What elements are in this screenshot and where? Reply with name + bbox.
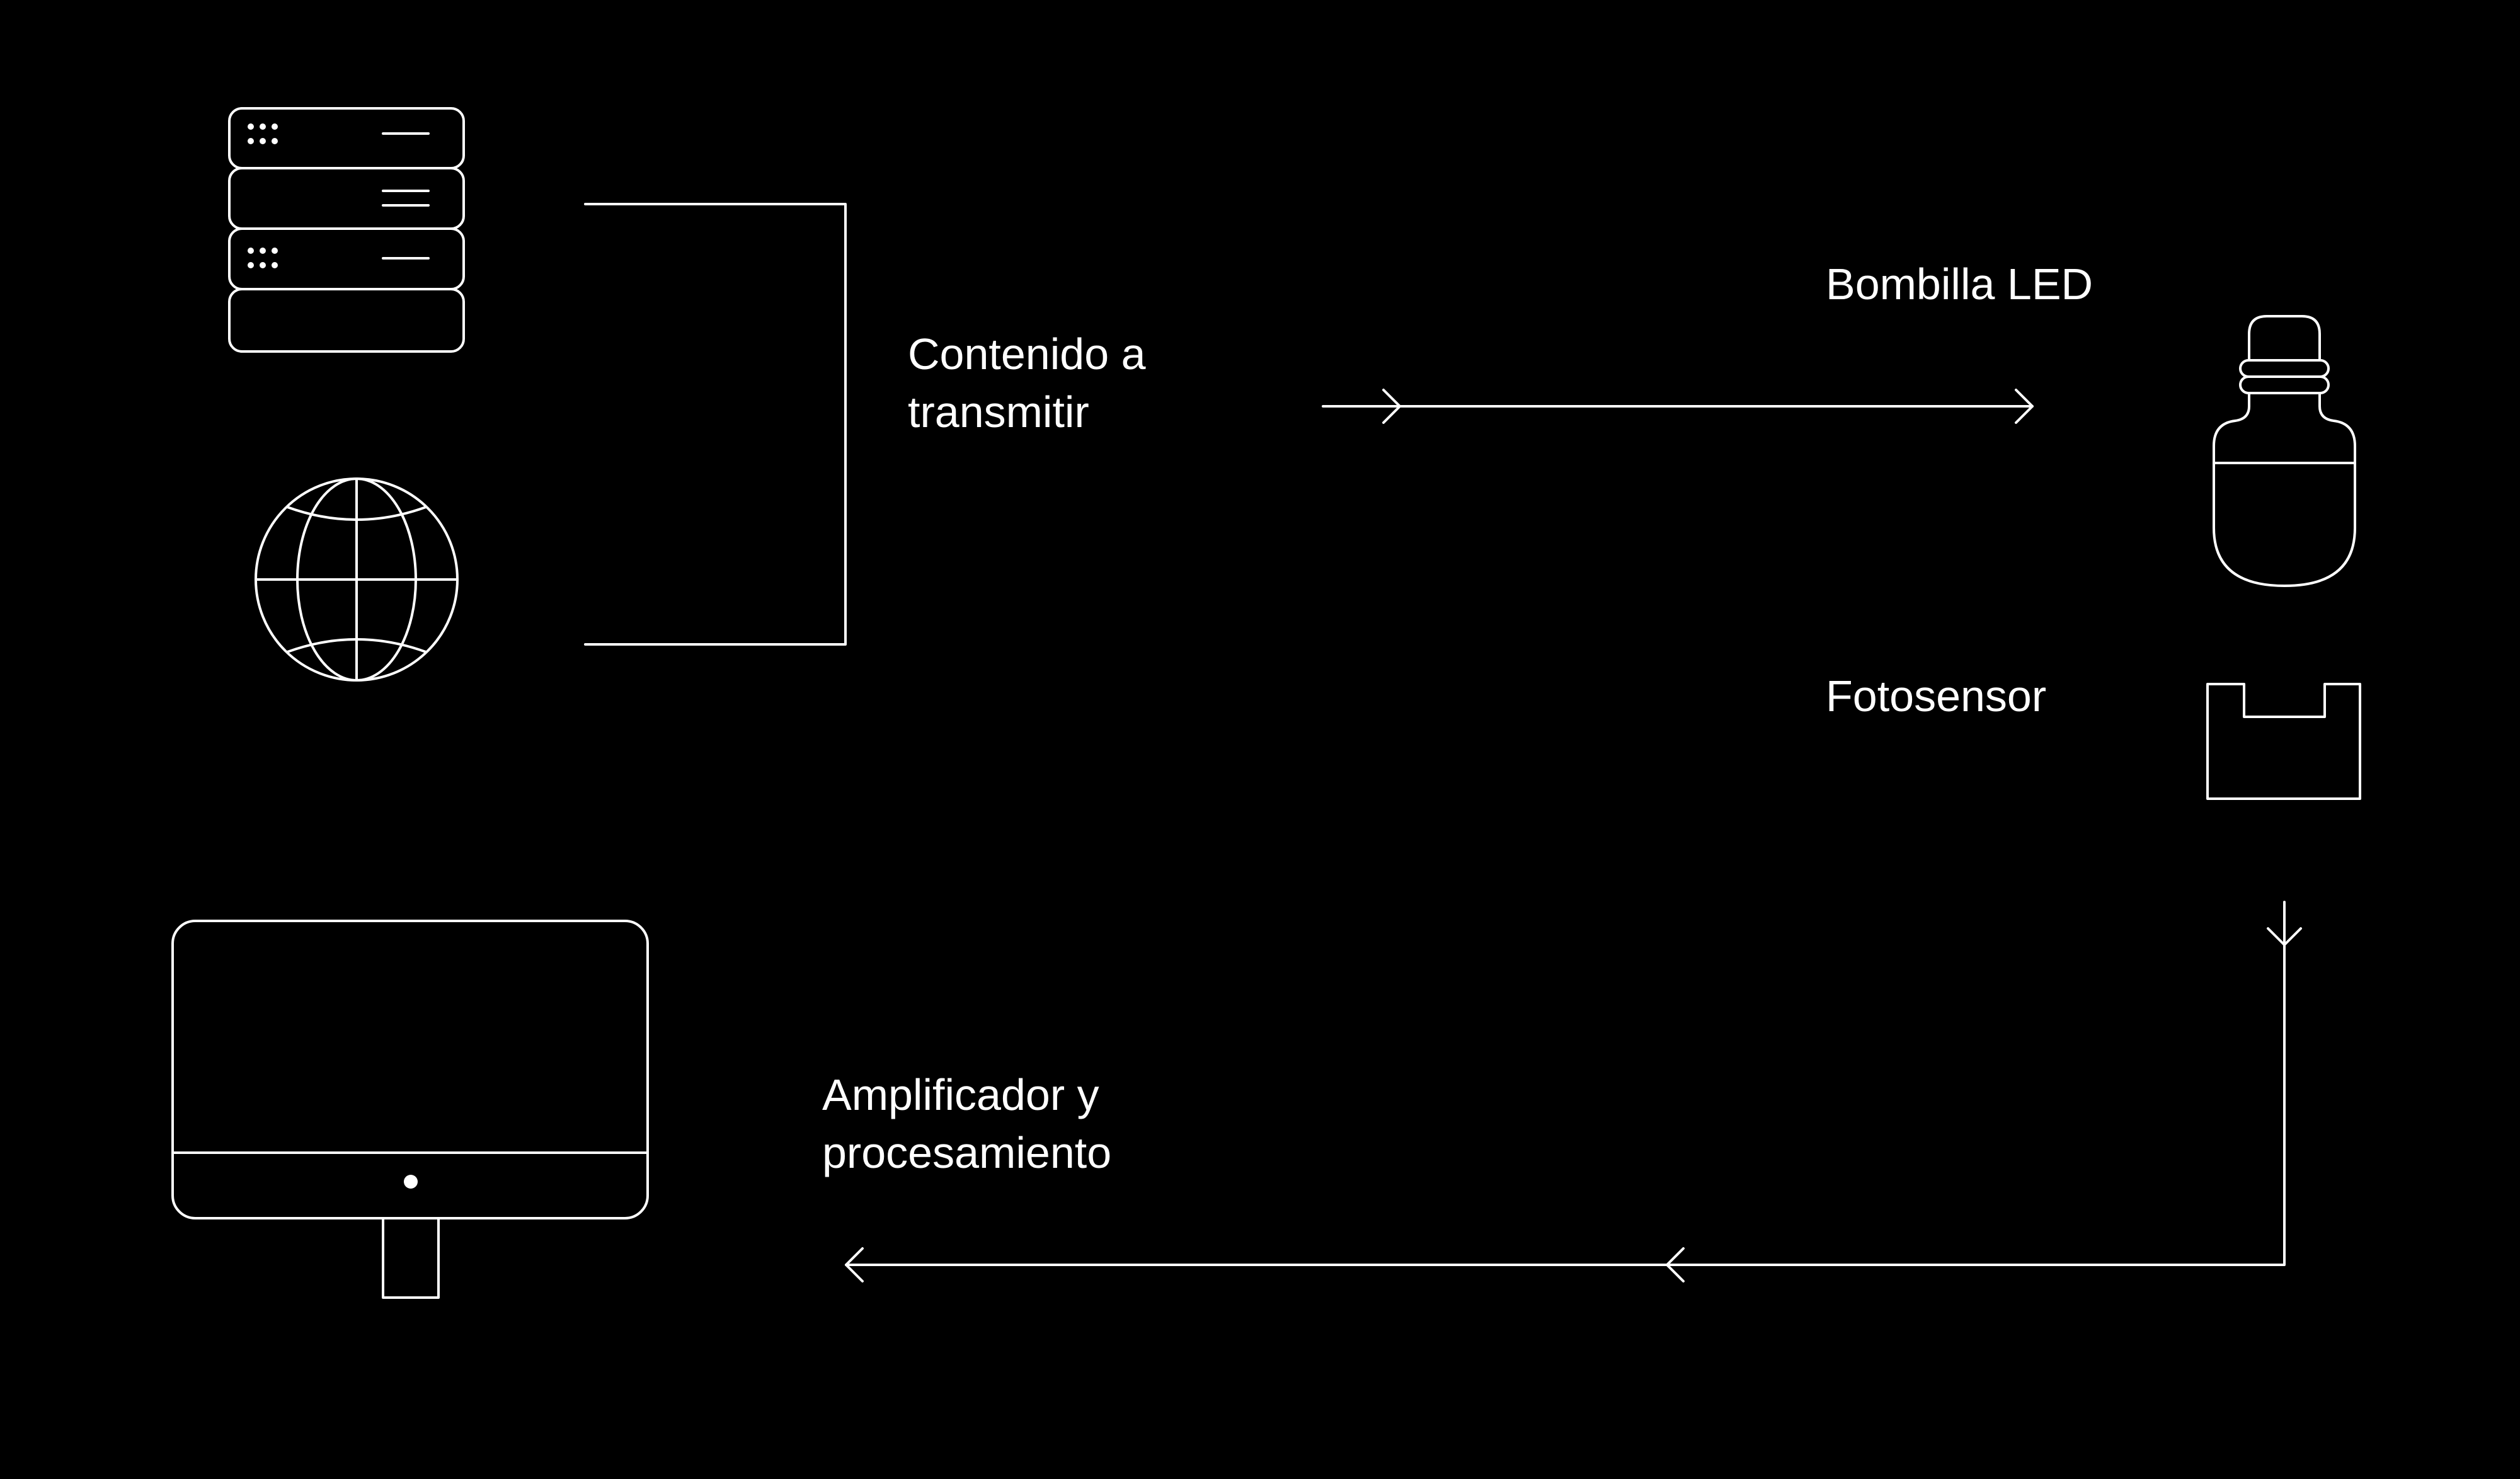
- source-bracket-line: [584, 203, 847, 646]
- content-to-transmit-label: Contenido a transmitir: [908, 329, 1146, 437]
- globe-icon: [255, 477, 459, 682]
- led-bulb-icon: [2213, 315, 2356, 587]
- amplifier-processing-label: Amplificador y procesamiento: [822, 1070, 1112, 1177]
- photosensor-icon: [2206, 683, 2361, 800]
- monitor-icon: [171, 920, 649, 1299]
- arrow-to-led: [1322, 389, 2034, 424]
- led-bulb-label: Bombilla LED: [1826, 260, 2093, 309]
- server-status-dots: [248, 123, 278, 268]
- photosensor-label: Fotosensor: [1826, 671, 2047, 721]
- server-rack-icon: [228, 107, 465, 353]
- arrow-to-monitor: [845, 901, 2302, 1282]
